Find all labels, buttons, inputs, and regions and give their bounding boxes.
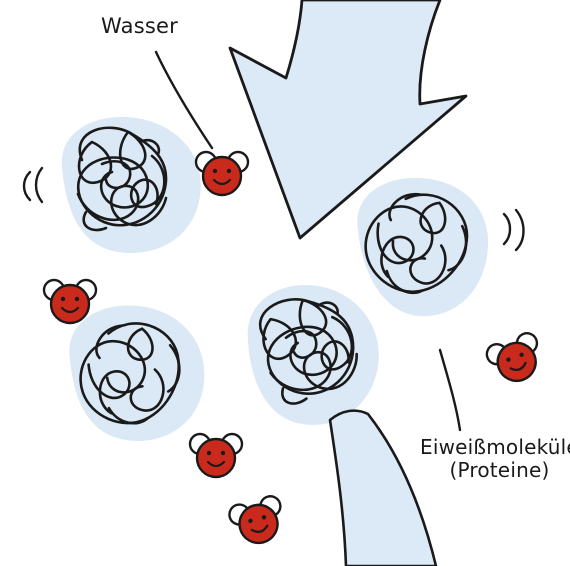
motion-marks-left-icon — [24, 168, 42, 202]
protein-label: Eiweißmoleküle (Proteine) — [420, 436, 570, 482]
motion-marks-right-icon — [504, 210, 524, 250]
water-molecule-icon — [227, 494, 288, 549]
water-label: Wasser — [101, 14, 178, 38]
protein-blob-top-left — [62, 117, 201, 253]
incoming-wedge-icon — [330, 411, 436, 566]
water-molecule-icon — [196, 152, 248, 195]
water-molecule-icon — [484, 330, 548, 388]
protein-blob-right — [357, 178, 488, 316]
water-molecule-icon — [190, 434, 242, 477]
protein-label-line2: (Proteine) — [420, 459, 570, 482]
protein-label-line1: Eiweißmoleküle — [420, 436, 570, 459]
protein-leader-line — [440, 350, 460, 430]
water-molecule-icon — [44, 280, 96, 323]
